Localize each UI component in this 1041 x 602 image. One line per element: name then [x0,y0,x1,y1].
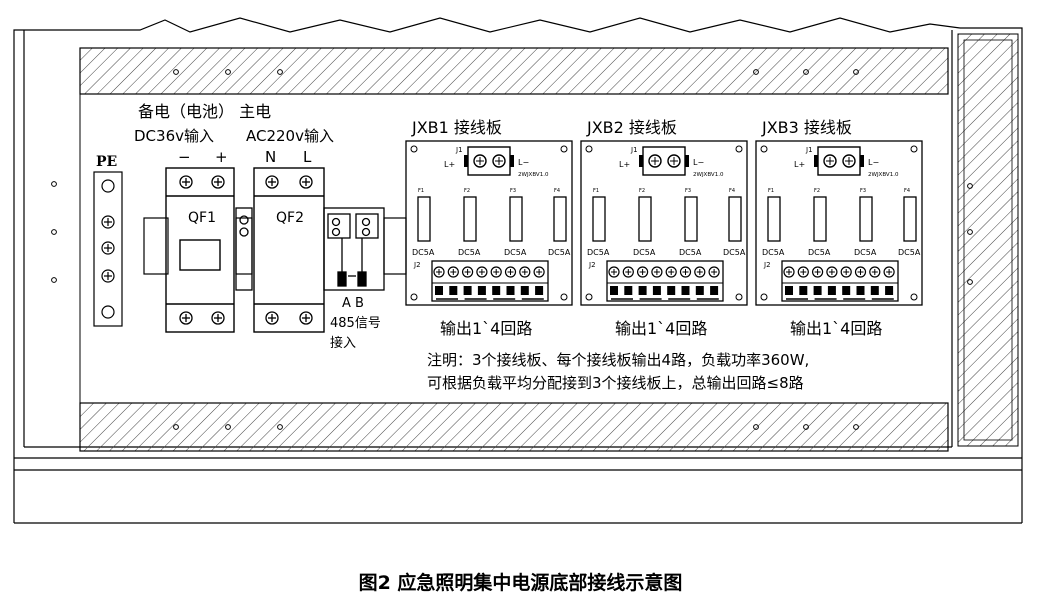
fuse-label: F3 [685,188,691,194]
fuse-rating: DC5A [458,248,481,257]
note-line-1: 注明：3个接线板、每个接线板输出4路，负载功率360W, [427,351,809,369]
screw-holes [51,69,973,430]
board-output-label: 输出1`4回路 [440,319,532,338]
l-minus-label: L− [693,158,704,167]
figure-caption: 图2 应急照明集中电源底部接线示意图 [358,572,683,594]
din-rail [143,217,407,275]
qf1-screws [179,175,225,325]
fuse-label: F4 [554,188,560,194]
fuse-rating: DC5A [412,248,435,257]
fuse-label: F1 [593,188,599,194]
rs485-label-line1: 485信号 [330,316,381,331]
board-model: 2WJXBV1.0 [693,172,724,178]
rs485-ab-label: A B [342,296,364,311]
fuse-label: F1 [768,188,774,194]
fuse-label: F3 [860,188,866,194]
right-side-panel [957,33,1019,447]
ac-n-label: N [265,148,276,166]
fuse-label: F2 [464,188,470,194]
board-model: 2WJXBV1.0 [518,172,549,178]
l-plus-label: L+ [619,160,630,169]
wiring-diagram: 备电（电池） 主电 DC36v输入 AC220v输入 − + N L PE QF… [13,17,1023,524]
fuse-rating: DC5A [808,248,831,257]
l-plus-label: L+ [444,160,455,169]
fuse-rating: DC5A [504,248,527,257]
dc-minus-label: − [178,148,191,166]
note-line-2: 可根据负载平均分配接到3个接线板上，总输出回路≤8路 [427,374,804,392]
ac-input-label: AC220v输入 [246,127,334,145]
bottom-rail [79,402,949,452]
ac-l-label: L [303,148,312,166]
fuse-label: F2 [639,188,645,194]
rs485-label-line2: 接入 [330,335,356,351]
board-title: JXB3 接线板 [761,118,852,137]
fuse-label: F2 [814,188,820,194]
pe-label: PE [96,154,117,170]
qf1-label: QF1 [188,210,216,226]
fuse-rating: DC5A [762,248,785,257]
fuse-rating: DC5A [633,248,656,257]
fuse-rating: DC5A [898,248,921,257]
fuse-label: F4 [729,188,735,194]
dc-terminal-block [235,207,253,291]
rs485-terminal-block [323,207,385,291]
board-output-label: 输出1`4回路 [615,319,707,338]
fuse-rating: DC5A [679,248,702,257]
qf2-label: QF2 [276,210,304,226]
fuse-rating: DC5A [548,248,571,257]
board-output-label: 输出1`4回路 [790,319,882,338]
fuse-rating: DC5A [723,248,746,257]
j1-label: J1 [630,146,638,154]
j1-label: J1 [805,146,813,154]
l-plus-label: L+ [794,160,805,169]
fuse-rating: DC5A [587,248,610,257]
pe-terminal-strip [93,171,123,327]
j2-label: J2 [588,261,596,269]
qf2-screws [265,175,313,325]
j1-label: J1 [455,146,463,154]
breaker-qf1 [165,167,235,333]
j2-label: J2 [763,261,771,269]
fuse-label: F4 [904,188,910,194]
l-minus-label: L− [868,158,879,167]
right-side-inner [963,39,1013,441]
dc-input-label: DC36v输入 [134,127,214,145]
cabinet [13,17,1023,524]
backup-main-power-label: 备电（电池） 主电 [138,102,271,121]
terminal-boards: JXB1 接线板J1L+L−2WJXBV1.0F1DC5AF2DC5AF3DC5… [405,118,923,338]
fuse-label: F1 [418,188,424,194]
fuse-rating: DC5A [854,248,877,257]
board-title: JXB2 接线板 [586,118,677,137]
dc-plus-label: + [215,148,228,166]
board-title: JXB1 接线板 [411,118,502,137]
j2-label: J2 [413,261,421,269]
board-model: 2WJXBV1.0 [868,172,899,178]
fuse-label: F3 [510,188,516,194]
top-rail [79,47,949,95]
breaker-qf2 [253,167,325,333]
l-minus-label: L− [518,158,529,167]
